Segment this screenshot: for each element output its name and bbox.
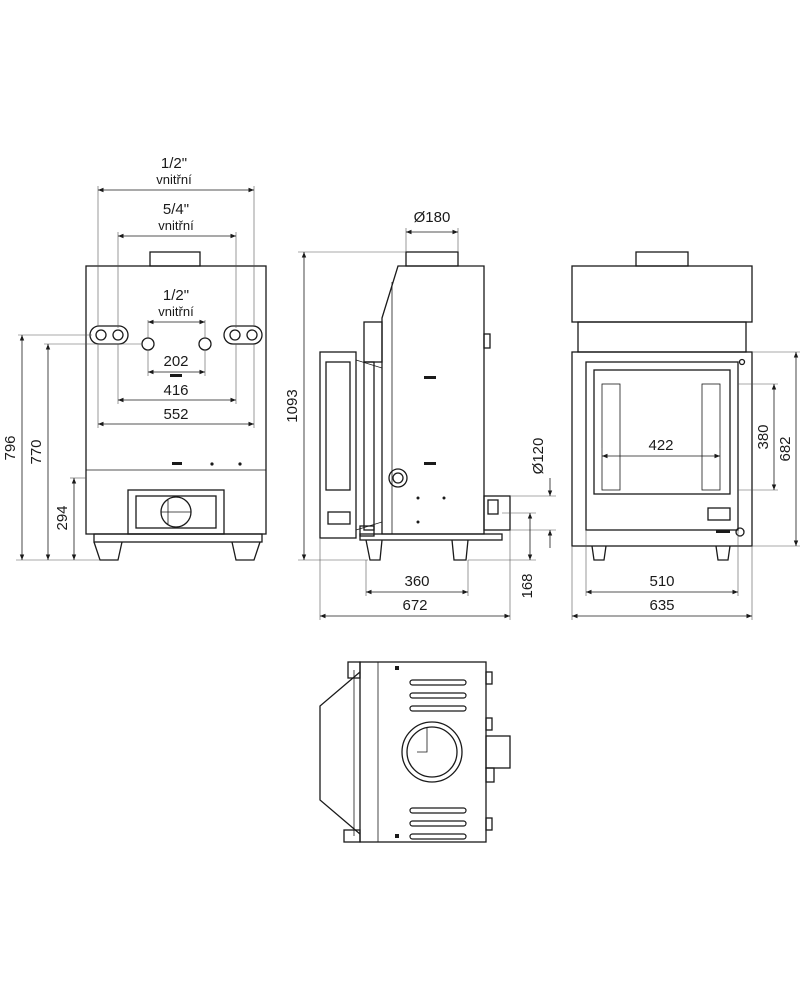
front-connection-left-inner [95, 329, 107, 341]
top-view-slot-2 [409, 692, 467, 699]
side-dot-1 [416, 496, 420, 500]
door-view-feet [591, 545, 731, 561]
side-door-handle [327, 511, 351, 525]
side-rear-air-box-inner [487, 499, 499, 515]
side-air-inlet-inner [392, 472, 404, 484]
side-door-glass [325, 361, 351, 491]
side-view: Ø180 1093 Ø120 168 360 672 [284, 209, 556, 620]
top-view-flue-damper [417, 727, 428, 753]
dim-552: 552 [163, 406, 188, 423]
front-dot-1 [210, 462, 214, 466]
side-right-tab [483, 333, 491, 349]
front-connection-right-inner [229, 329, 241, 341]
dim-770: 770 [28, 439, 45, 464]
door-view-door [585, 361, 739, 531]
front-base-plate [93, 533, 263, 543]
dim-glass-height: 380 [755, 424, 772, 449]
front-slot-upper [170, 374, 182, 377]
front-slot-lower [172, 462, 182, 465]
top-view-slot-6 [409, 833, 467, 840]
door-view-air-knob [735, 527, 745, 537]
dim-flue-diameter: Ø180 [414, 209, 451, 226]
top-view-mark-2 [395, 834, 399, 838]
side-door-hinge-strip [363, 361, 375, 531]
front-air-box [127, 489, 225, 535]
door-view-frame [571, 351, 753, 547]
top-view-tab-3 [485, 767, 495, 783]
side-dot-2 [442, 496, 446, 500]
door-view-top-box [571, 265, 753, 323]
dim-416: 416 [163, 382, 188, 399]
dim-pipe-mid-note: vnitřní [158, 218, 194, 233]
side-slot-upper [424, 376, 436, 379]
door-view-glass-right-panel [701, 383, 721, 491]
dim-294: 294 [54, 505, 71, 530]
dim-pipe-mid-size: 5/4" [163, 201, 189, 218]
side-body [381, 265, 485, 535]
side-door-hinge [355, 359, 383, 531]
top-view-mark-1 [395, 666, 399, 670]
top-view-tab-4 [485, 817, 493, 831]
side-base-plate [359, 533, 503, 541]
side-flue-collar [405, 251, 459, 267]
side-air-inlet-outer [388, 468, 408, 488]
top-view-hinge-top [347, 661, 361, 679]
side-feet [365, 539, 469, 561]
dim-door-width: 510 [649, 573, 674, 590]
door-view-label [716, 530, 730, 533]
front-feet [93, 541, 261, 561]
dim-width-635: 635 [649, 597, 674, 614]
top-view-tab-1 [485, 671, 493, 685]
door-view: 422 380 682 510 635 [571, 251, 800, 620]
top-view-rear-box [485, 735, 511, 769]
top-view-flue-inner [406, 726, 458, 778]
side-upper-bracket [363, 321, 383, 363]
dim-pipe-inner-size: 1/2" [163, 287, 189, 304]
top-view-slot-3 [409, 705, 467, 712]
front-connection-left-inner2 [112, 329, 124, 341]
side-door-frame [319, 351, 357, 539]
front-flue-collar [149, 251, 201, 267]
door-view-handle [707, 507, 731, 521]
front-connection-right-inner2 [246, 329, 258, 341]
side-dot-3 [416, 520, 420, 524]
dim-pipe-top-note: vnitřní [156, 172, 192, 187]
door-view-flue-collar [635, 251, 689, 267]
top-view-slot-4 [409, 807, 467, 814]
top-view-flue-outer [401, 721, 463, 783]
dim-glass-width: 422 [648, 437, 673, 454]
dim-air-inlet-height: 168 [519, 573, 536, 598]
dim-height-1093: 1093 [284, 389, 301, 422]
front-air-box-inner [135, 495, 217, 529]
dim-depth-672: 672 [402, 597, 427, 614]
dim-air-inlet-diameter: Ø120 [530, 438, 547, 475]
door-view-glass-left-panel [601, 383, 621, 491]
top-view-slot-1 [409, 679, 467, 686]
side-door-latch [359, 525, 375, 537]
door-view-glass [593, 369, 731, 495]
top-view-hinge-bottom [343, 829, 361, 843]
door-view-screw [738, 358, 746, 366]
dim-202: 202 [163, 353, 188, 370]
front-view: 1/2" vnitřní 5/4" vnitřní 1/2" vnitřní 2… [2, 155, 267, 561]
front-small-connection-right [198, 337, 212, 351]
top-view-slot-5 [409, 820, 467, 827]
dim-796: 796 [2, 435, 19, 460]
door-view-hood [577, 321, 747, 353]
dim-depth-360: 360 [404, 573, 429, 590]
dim-pipe-inner-note: vnitřní [158, 304, 194, 319]
top-view-door-bow [319, 671, 361, 835]
dim-door-height: 682 [777, 436, 794, 461]
front-dot-2 [238, 462, 242, 466]
dim-pipe-top-size: 1/2" [161, 155, 187, 172]
front-air-inlet-flap [161, 500, 191, 524]
top-view-tab-2 [485, 717, 493, 731]
side-slot-lower [424, 462, 436, 465]
front-small-connection-left [141, 337, 155, 351]
top-view [319, 661, 511, 843]
